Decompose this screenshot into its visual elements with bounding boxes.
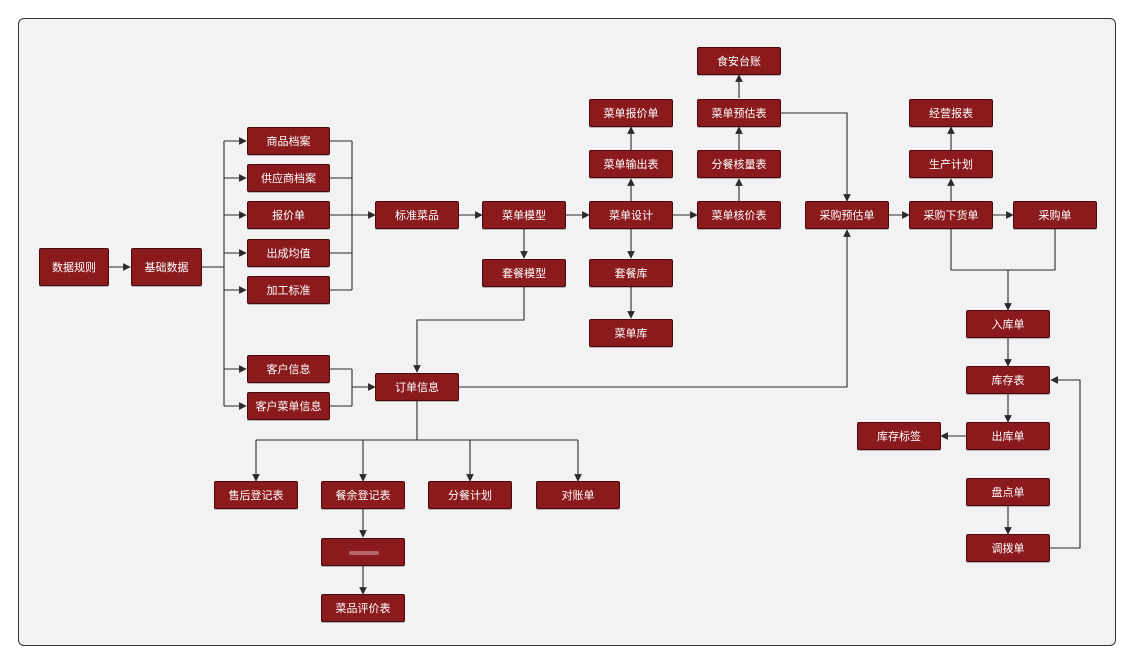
node-inbound[interactable]: 入库单	[966, 310, 1050, 338]
node-menu-model[interactable]: 菜单模型	[482, 201, 566, 229]
node-order-info[interactable]: 订单信息	[375, 373, 459, 401]
node-standard-dish[interactable]: 标准菜品	[375, 201, 459, 229]
node-data-rules[interactable]: 数据规则	[39, 248, 109, 286]
node-menu-output[interactable]: 菜单输出表	[589, 150, 673, 178]
node-inventory[interactable]: 库存表	[966, 366, 1050, 394]
node-menu-quote[interactable]: 菜单报价单	[589, 99, 673, 127]
node-reconciliation[interactable]: 对账单	[536, 481, 620, 509]
node-leftover-register[interactable]: 餐余登记表	[321, 481, 405, 509]
node-base-data[interactable]: 基础数据	[131, 248, 202, 286]
node-purchase-order[interactable]: 采购单	[1013, 201, 1097, 229]
edge-merge-bus	[330, 140, 353, 291]
edge-estimate-to-purchase-est	[781, 112, 851, 202]
node-portion-plan[interactable]: 分餐计划	[428, 481, 512, 509]
node-product-file[interactable]: 商品档案	[247, 127, 330, 155]
node-inventory-label[interactable]: 库存标签	[857, 422, 941, 450]
node-purchase-delivery[interactable]: 采购下货单	[909, 201, 993, 229]
node-business-report[interactable]: 经营报表	[909, 99, 993, 127]
node-menu-design[interactable]: 菜单设计	[589, 201, 673, 229]
node-food-safety-ledger[interactable]: 食安台账	[697, 47, 781, 75]
node-process-standard[interactable]: 加工标准	[247, 276, 330, 304]
edge-setmodel-to-order	[413, 287, 525, 373]
node-after-sales[interactable]: 售后登记表	[214, 481, 298, 509]
node-set-meal-model[interactable]: 套餐模型	[482, 259, 566, 287]
node-outbound[interactable]: 出库单	[966, 422, 1050, 450]
edge-merge-to-inbound	[950, 229, 1056, 310]
node-set-meal-library[interactable]: 套餐库	[589, 259, 673, 287]
node-menu-pricing[interactable]: 菜单核价表	[697, 201, 781, 229]
edge-customer-merge	[330, 368, 353, 407]
node-supplier-file[interactable]: 供应商档案	[247, 164, 330, 192]
node-production-plan[interactable]: 生产计划	[909, 150, 993, 178]
edge-basedata-bus	[202, 141, 225, 406]
node-customer-info[interactable]: 客户信息	[247, 355, 330, 383]
edge-order-down-bus	[256, 401, 578, 441]
node-purchase-estimate[interactable]: 采购预估单	[805, 201, 889, 229]
node-dish-review[interactable]: 菜品评价表	[321, 594, 405, 622]
edge-order-to-purchase-est	[459, 229, 851, 388]
node-transfer[interactable]: 调拨单	[966, 534, 1050, 562]
node-yield-avg[interactable]: 出成均值	[247, 239, 330, 267]
node-customer-menu-info[interactable]: 客户菜单信息	[247, 392, 330, 420]
node-menu-estimate[interactable]: 菜单预估表	[697, 99, 781, 127]
node-quote[interactable]: 报价单	[247, 201, 330, 229]
node-blurred-label[interactable]	[321, 538, 405, 566]
node-portion-check[interactable]: 分餐核量表	[697, 150, 781, 178]
node-stocktake[interactable]: 盘点单	[966, 478, 1050, 506]
edge-transfer-to-stock	[1050, 376, 1081, 549]
node-menu-library[interactable]: 菜单库	[589, 319, 673, 347]
